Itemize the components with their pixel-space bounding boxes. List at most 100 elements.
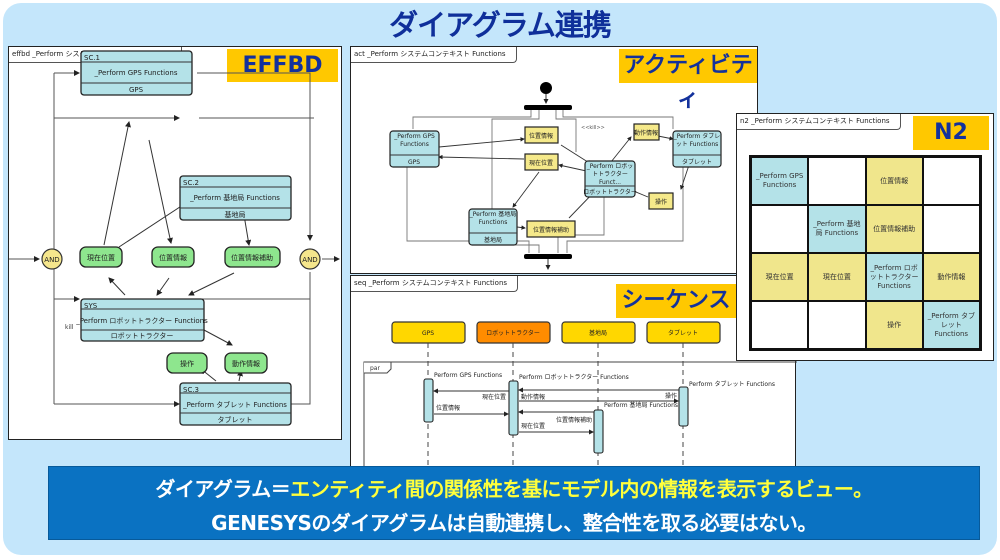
activity-panel: act _Perform システムコンテキスト Functions アクティビテ… — [350, 46, 758, 274]
effbd-function-sc1[interactable]: SC.1 _Perform GPS Functions GPS — [80, 50, 193, 96]
lifeline-tablet[interactable]: タブレット — [646, 321, 721, 344]
effbd-item[interactable]: 動作情報 — [224, 352, 268, 374]
effbd-function-name: _Perform 基地局 Functions — [189, 193, 280, 202]
stereotype-label: <<kill>> — [581, 125, 605, 131]
effbd-function-id: SYS — [84, 302, 98, 310]
n2-badge: N2 — [913, 116, 989, 150]
effbd-item[interactable]: 位置情報補助 — [224, 246, 281, 268]
effbd-function-sc3[interactable]: SC.3 _Perform タブレット Functions タブレット — [179, 382, 292, 426]
par-fragment — [363, 361, 797, 468]
svg-text:タブレット: タブレット — [682, 158, 712, 166]
effbd-function-id: SC.3 — [183, 386, 199, 394]
effbd-panel: effbd _Perform システムコンテキスト Functions EFFB… — [8, 46, 342, 440]
message-label: 位置情報 — [436, 404, 460, 412]
initial-node — [540, 82, 552, 94]
message-label: 現在位置 — [521, 422, 545, 430]
svg-text:Perform GPS Functions: Perform GPS Functions — [434, 372, 502, 379]
kill-label: kill — [65, 324, 74, 331]
activity-frame-label: act _Perform システムコンテキスト Functions — [351, 47, 517, 63]
activity-action[interactable]: _Perform GPS Functions GPS — [389, 130, 440, 168]
activity-item[interactable]: 動作情報 — [633, 123, 660, 141]
n2-function-cell[interactable]: _Perform 基地局 Functions — [808, 205, 866, 253]
activation-tablet — [678, 386, 689, 427]
n2-function-cell[interactable]: _Perform ロボットトラクター Functions — [865, 253, 923, 301]
svg-text:タブレット: タブレット — [668, 329, 698, 337]
summary-term: ダイアグラム＝ — [155, 477, 291, 501]
summary-banner: ダイアグラム＝エンティティ間の関係性を基にモデル内の情報を表示するビュー。 GE… — [48, 466, 980, 540]
activation-gps — [423, 378, 434, 423]
effbd-badge: EFFBD — [227, 49, 338, 82]
effbd-function-component: ロボットトラクター — [111, 331, 174, 340]
svg-text:ロボットトラクター: ロボットトラクター — [486, 329, 540, 337]
effbd-function-component: GPS — [129, 86, 144, 94]
page-title: ダイアグラム連携 — [389, 8, 612, 42]
activity-diagram: <<kill>> _Perform GPS Functions GPS _Per… — [389, 82, 722, 270]
n2-interface-cell[interactable]: 現在位置 — [751, 253, 809, 301]
summary-line-2: GENESYSのダイアグラムは自動連携し、整合性を取る必要はない。 — [211, 511, 817, 535]
effbd-function-sc2[interactable]: SC.2 _Perform 基地局 Functions 基地局 — [179, 175, 292, 221]
svg-text:Perform ロボットトラクター Functions: Perform ロボットトラクター Functions — [519, 373, 629, 381]
svg-text:操作: 操作 — [180, 359, 194, 368]
n2-empty-cell — [808, 157, 866, 205]
join-bar — [524, 254, 572, 259]
effbd-item[interactable]: 操作 — [166, 352, 208, 374]
svg-text:GPS: GPS — [422, 330, 434, 337]
svg-text:位置情報: 位置情報 — [529, 132, 553, 140]
message-label: 位置情報補助 — [556, 416, 592, 424]
n2-panel: n2 _Perform システムコンテキスト Functions N2 _Per… — [736, 113, 994, 361]
svg-text:AND: AND — [44, 256, 59, 264]
svg-text:基地局: 基地局 — [589, 329, 607, 337]
activity-item[interactable]: 操作 — [648, 192, 674, 210]
sequence-badge: シーケンス — [616, 284, 736, 318]
svg-text:動作情報: 動作情報 — [232, 359, 260, 368]
svg-text:Perform 基地局 Functions: Perform 基地局 Functions — [604, 401, 678, 409]
n2-function-cell[interactable]: _Perform タブレット Functions — [922, 301, 980, 349]
effbd-diagram: SC.1 _Perform GPS Functions GPS SC.2 _Pe… — [9, 50, 340, 426]
n2-interface-cell[interactable]: 現在位置 — [808, 253, 866, 301]
n2-empty-cell — [922, 205, 980, 253]
fork-bar — [524, 105, 572, 110]
and-gate-right: AND — [299, 248, 321, 270]
activity-badge: アクティビティ — [619, 49, 757, 112]
and-gate-left: AND — [41, 248, 63, 270]
effbd-function-sys[interactable]: SYS _Perform ロボットトラクター Functions ロボットトラク… — [75, 298, 208, 342]
sequence-frame-label: seq _Perform システムコンテキスト Functions — [351, 276, 519, 292]
par-label: par — [370, 365, 380, 372]
activity-action[interactable]: _Perform タブレット Functions タブレット — [672, 130, 722, 168]
effbd-function-component: タブレット — [218, 415, 253, 424]
activation-robot-tractor — [508, 380, 519, 436]
effbd-item[interactable]: 位置情報 — [151, 246, 195, 268]
message-label: 操作 — [665, 392, 677, 400]
svg-text:GPS: GPS — [408, 159, 420, 166]
svg-text:位置情報補助: 位置情報補助 — [533, 226, 569, 234]
n2-frame-label: n2 _Perform システムコンテキスト Functions — [737, 114, 901, 130]
activity-item[interactable]: 位置情報補助 — [526, 220, 576, 238]
n2-interface-cell[interactable]: 位置情報 — [865, 157, 923, 205]
effbd-function-name: _Perform GPS Functions — [94, 69, 178, 77]
svg-text:Perform タブレット Functions: Perform タブレット Functions — [689, 380, 775, 388]
lifeline-gps[interactable]: GPS — [391, 321, 466, 344]
effbd-item[interactable]: 現在位置 — [79, 246, 123, 268]
n2-empty-cell — [751, 301, 809, 349]
activity-item[interactable]: 現在位置 — [524, 153, 559, 171]
summary-line-1: ダイアグラム＝エンティティ間の関係性を基にモデル内の情報を表示するビュー。 — [49, 473, 979, 502]
effbd-function-id: SC.2 — [183, 179, 199, 187]
activity-action[interactable]: _Perform 基地局 Functions 基地局 — [468, 208, 518, 246]
lifeline-base-station[interactable]: 基地局 — [561, 321, 636, 344]
svg-text:ロボットトラクター: ロボットトラクター — [583, 188, 637, 196]
lifeline-robot-tractor[interactable]: ロボットトラクター — [476, 321, 551, 344]
activation-base-station — [593, 409, 604, 454]
n2-function-cell[interactable]: _Perform GPS Functions — [751, 157, 809, 205]
n2-interface-cell[interactable]: 操作 — [865, 301, 923, 349]
n2-interface-cell[interactable]: 動作情報 — [922, 253, 980, 301]
sequence-panel: seq _Perform システムコンテキスト Functions シーケンス … — [350, 275, 797, 468]
svg-text:基地局: 基地局 — [484, 236, 502, 244]
activity-item[interactable]: 位置情報 — [524, 126, 559, 144]
effbd-function-name: _Perform ロボットトラクター Functions — [75, 316, 208, 325]
n2-interface-cell[interactable]: 位置情報補助 — [865, 205, 923, 253]
activity-action[interactable]: _Perform ロボットトラクター Funct... ロボットトラクター — [583, 160, 637, 198]
svg-text:位置情報補助: 位置情報補助 — [231, 253, 273, 262]
effbd-function-id: SC.1 — [84, 54, 100, 62]
message-label: 動作情報 — [521, 393, 545, 401]
effbd-function-component: 基地局 — [225, 210, 246, 219]
